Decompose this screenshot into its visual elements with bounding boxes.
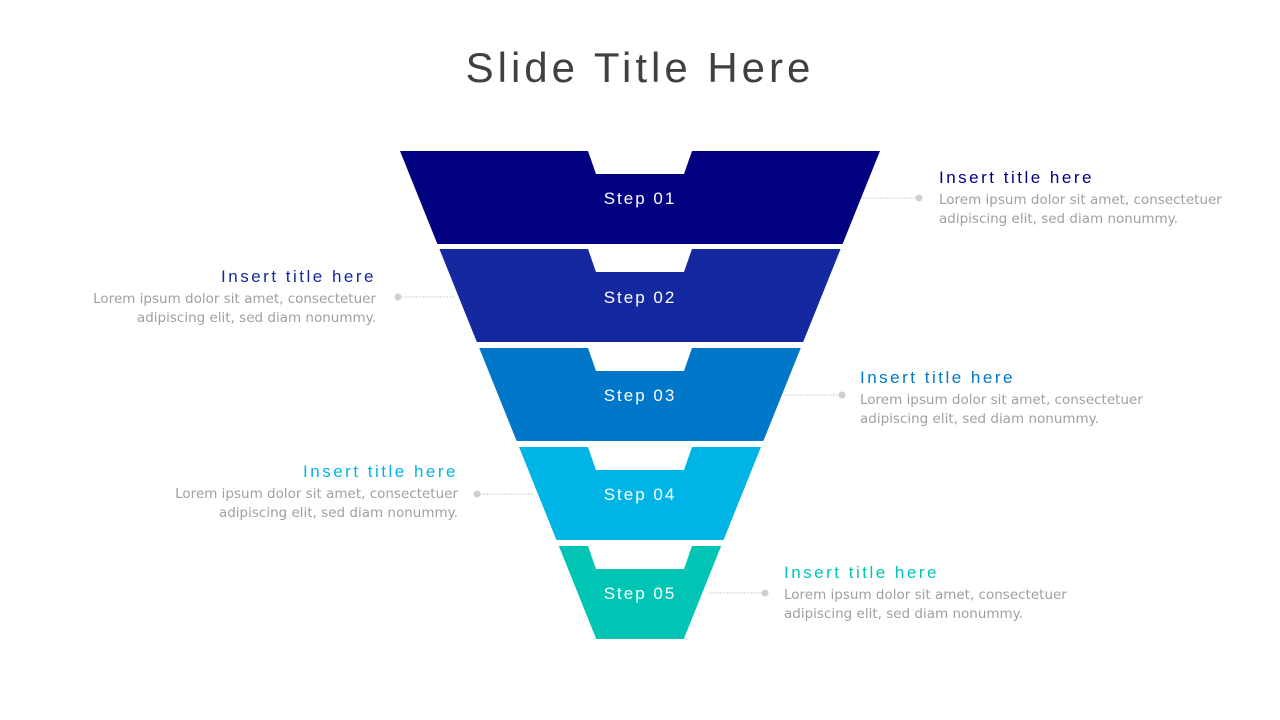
- step-3-title: Insert title here: [860, 368, 1015, 387]
- funnel-step-5: [558, 546, 722, 639]
- step-label-5: Step 05: [603, 584, 677, 603]
- funnel-step-3: [479, 348, 801, 441]
- connector-dot-1: [915, 194, 923, 202]
- step-label-3: Step 03: [603, 386, 677, 405]
- connector-dot-4: [473, 490, 481, 498]
- step-5-title: Insert title here: [784, 563, 939, 582]
- step-4-title: Insert title here: [303, 462, 458, 481]
- step-5-desc-line1: Lorem ipsum dolor sit amet, consectetuer: [784, 587, 1067, 603]
- connector-dot-5: [761, 589, 769, 597]
- step-5-text: Insert title here Lorem ipsum dolor sit …: [784, 563, 1104, 624]
- step-5-desc-line2: adipiscing elit, sed diam nonummy.: [784, 606, 1024, 622]
- step-label-4: Step 04: [603, 485, 677, 504]
- step-2-desc-line1: Lorem ipsum dolor sit amet, consectetuer: [93, 291, 376, 307]
- step-1-text: Insert title here Lorem ipsum dolor sit …: [939, 168, 1259, 229]
- step-label-2: Step 02: [603, 288, 677, 307]
- step-3-desc-line1: Lorem ipsum dolor sit amet, consectetuer: [860, 392, 1143, 408]
- step-1-desc-line1: Lorem ipsum dolor sit amet, consectetuer: [939, 192, 1222, 208]
- connector-dot-3: [838, 391, 846, 399]
- funnel-step-4: [519, 447, 761, 540]
- step-2-desc-line2: adipiscing elit, sed diam nonummy.: [136, 310, 376, 326]
- step-3-text: Insert title here Lorem ipsum dolor sit …: [860, 368, 1180, 429]
- funnel-step-1: [400, 151, 880, 244]
- step-label-1: Step 01: [603, 189, 677, 208]
- step-4-desc-line1: Lorem ipsum dolor sit amet, consectetuer: [175, 486, 458, 502]
- step-3-desc-line2: adipiscing elit, sed diam nonummy.: [860, 411, 1100, 427]
- slide-title: Slide Title Here: [465, 44, 815, 91]
- step-4-text: Insert title here Lorem ipsum dolor sit …: [138, 462, 458, 523]
- step-1-title: Insert title here: [939, 168, 1094, 187]
- step-2-text: Insert title here Lorem ipsum dolor sit …: [56, 267, 376, 328]
- funnel-step-2: [439, 249, 841, 342]
- step-2-title: Insert title here: [221, 267, 376, 286]
- step-4-desc-line2: adipiscing elit, sed diam nonummy.: [218, 505, 458, 521]
- connector-dot-2: [394, 293, 402, 301]
- step-1-desc-line2: adipiscing elit, sed diam nonummy.: [939, 211, 1179, 227]
